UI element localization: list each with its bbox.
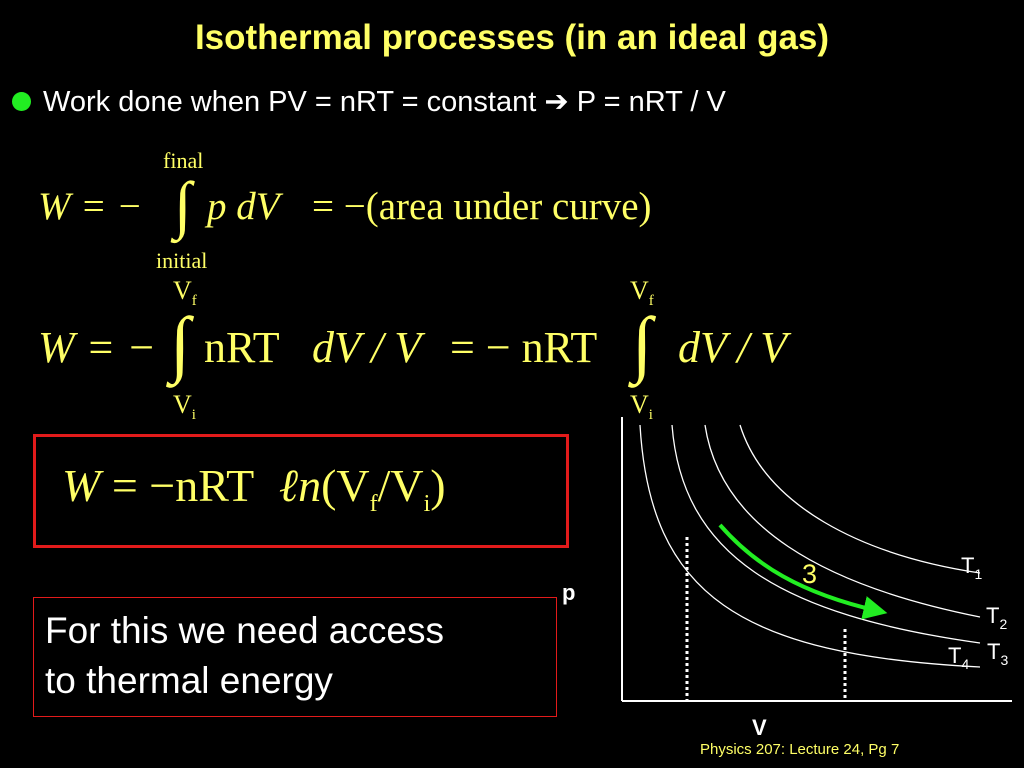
- eq1-rhs: = −(area under curve): [312, 185, 652, 228]
- eq3-sub-f: f: [369, 491, 378, 518]
- process-3-curve: [718, 523, 888, 620]
- slide-footer: Physics 207: Lecture 24, Pg 7: [700, 741, 900, 758]
- eq2-middle-dv: dV / V: [312, 323, 422, 372]
- eq1-lower-limit: initial: [156, 248, 208, 273]
- label-t2: T2: [986, 603, 1007, 632]
- bullet-text: Work done when PV = nRT = constant ➔ P =…: [43, 86, 726, 118]
- bullet-dot-icon: [12, 91, 31, 111]
- pv-diagram: 3 p V T1 T2 T3 T4: [562, 417, 1012, 740]
- eq1-integrand: p dV: [207, 185, 280, 228]
- slide-title: Isothermal processes (in an ideal gas): [194, 18, 830, 57]
- isotherm-t3: [671, 424, 981, 644]
- label-t1: T1: [961, 553, 982, 582]
- isotherm-t1: [739, 424, 981, 574]
- eq2-limit1-upper: Vf: [173, 276, 197, 310]
- process-label: 3: [802, 559, 817, 589]
- eq1-integral-sign: ∫: [174, 169, 192, 240]
- eq3-open: (V: [321, 460, 370, 511]
- eq2-middle: nRT: [204, 323, 280, 372]
- eq2-limit1-lower: Vi: [173, 390, 196, 424]
- eq3-close: ): [430, 460, 446, 511]
- isotherm-t2: [704, 424, 981, 618]
- equation-1: W = − final ∫ initial p dV = −(area unde…: [0, 140, 760, 280]
- eq3-ln: ℓn: [278, 460, 322, 511]
- equation-2: W = − Vf ∫ Vi nRT dV / V = − nRT Vf ∫ Vi…: [0, 272, 840, 432]
- result-formula: W = −nRT ℓn(Vf/Vi): [62, 459, 446, 518]
- eq1-upper-limit: final: [163, 148, 204, 173]
- label-t4: T4: [948, 643, 969, 672]
- isotherm-t4: [639, 424, 981, 668]
- eq3-slash: /V: [377, 460, 424, 511]
- eq2-equals: = − nRT: [450, 323, 598, 372]
- eq2-end-dv: dV / V: [678, 323, 788, 372]
- result-formula-box: W = −nRT ℓn(Vf/Vi): [33, 434, 569, 548]
- eq2-limit2-lower: Vi: [630, 390, 653, 424]
- eq2-lhs: W = −: [38, 323, 157, 372]
- eq1-lhs: W = −: [38, 185, 143, 228]
- x-axis-label: V: [752, 715, 767, 740]
- label-t3: T3: [987, 639, 1008, 668]
- eq2-limit2-upper: Vf: [630, 276, 654, 310]
- eq3-sub-i: i: [423, 491, 431, 518]
- eq3-w: W: [62, 460, 101, 511]
- note-line-2: to thermal energy: [45, 660, 333, 701]
- note-line-1: For this we need access: [45, 610, 444, 651]
- eq2-integral-sign-2: ∫: [632, 303, 653, 385]
- eq2-integral-sign-1: ∫: [170, 303, 191, 385]
- eq3-nrt: = −nRT: [111, 460, 254, 511]
- bullet-item: Work done when PV = nRT = constant ➔ P =…: [12, 84, 726, 124]
- y-axis-label: p: [562, 580, 575, 605]
- note-box: For this we need access to thermal energ…: [33, 597, 557, 717]
